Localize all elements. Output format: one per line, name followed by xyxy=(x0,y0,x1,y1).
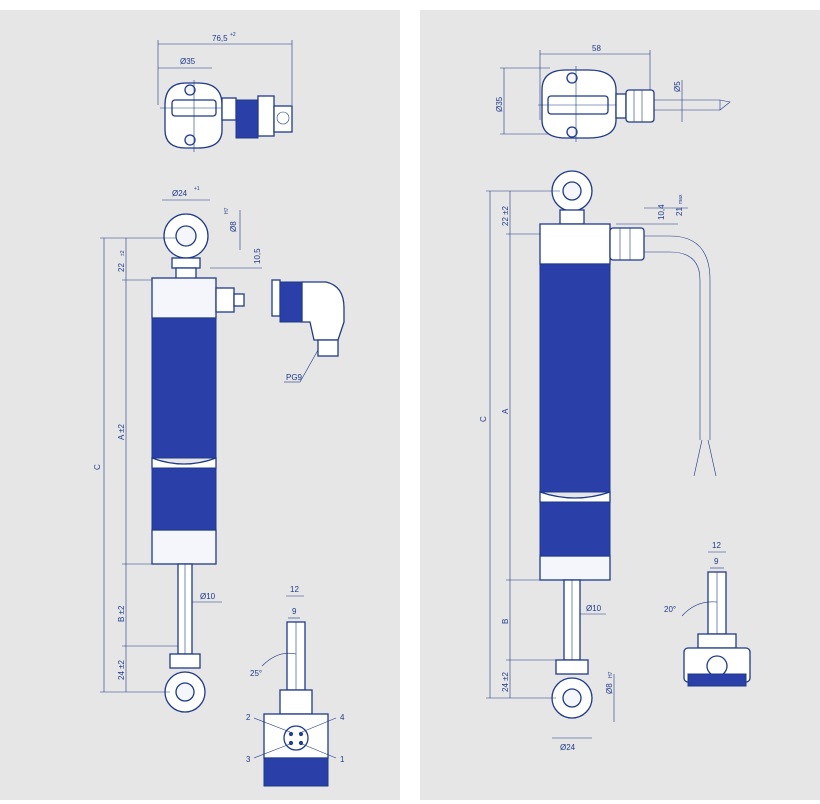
dim-24: 24 ±2 xyxy=(117,659,126,680)
pin-3: 3 xyxy=(246,755,251,764)
side-view: 10,4 21 max Ø10 Ø8 H7 Ø24 C 22 ±2 A B 24… xyxy=(479,170,717,752)
end-view: 12 9 20° xyxy=(664,541,751,687)
drawing-panel-cable-version: 58 Ø35 Ø5 10,4 21 m xyxy=(420,10,820,800)
top-view: 58 Ø35 Ø5 xyxy=(495,44,731,142)
dim-dia24: Ø24 xyxy=(172,189,188,198)
dim-dia35: Ø35 xyxy=(180,57,196,66)
pin-1: 1 xyxy=(340,755,345,764)
dim-length: 76,5 xyxy=(212,34,228,43)
dim-dia24: Ø24 xyxy=(560,743,576,752)
drawing-panel-connector-version: 76,5 +2 Ø35 Ø24 +1 Ø8 H7 10,5 xyxy=(0,10,400,800)
dim-10-5: 10,5 xyxy=(253,248,262,264)
dim-12: 12 xyxy=(290,585,299,594)
dim-dia8-tol: H7 xyxy=(224,207,230,214)
pin-2: 2 xyxy=(246,713,251,722)
dim-10-4: 10,4 xyxy=(657,204,666,220)
dim-dia8-tol: H7 xyxy=(608,671,614,678)
dim-angle: 20° xyxy=(664,605,676,614)
end-view: 12 9 25° 2 3 4 1 xyxy=(246,585,345,787)
dim-C: C xyxy=(93,464,102,470)
dim-22: 22 ±2 xyxy=(501,205,510,226)
cable-version-drawing: 58 Ø35 Ø5 10,4 21 m xyxy=(479,44,751,752)
side-view: Ø24 +1 Ø8 H7 10,5 Ø10 C 22 ±2 xyxy=(93,186,262,713)
dim-angle: 25° xyxy=(250,669,262,678)
dim-58: 58 xyxy=(592,44,601,53)
dim-C: C xyxy=(479,416,488,422)
top-view: 76,5 +2 Ø35 xyxy=(157,32,293,152)
pin-4: 4 xyxy=(340,713,345,722)
dim-9: 9 xyxy=(714,557,719,566)
dim-dia10: Ø10 xyxy=(586,604,602,613)
dim-dia10: Ø10 xyxy=(200,592,216,601)
dim-dia8: Ø8 xyxy=(229,221,238,232)
label-pg9: PG9 xyxy=(286,373,303,382)
dim-9: 9 xyxy=(292,607,297,616)
dim-dia35: Ø35 xyxy=(495,96,504,112)
connector-version-drawing: 76,5 +2 Ø35 Ø24 +1 Ø8 H7 10,5 xyxy=(93,32,345,787)
dim-21-tol: max xyxy=(678,194,684,204)
dim-B: B ±2 xyxy=(117,605,126,622)
dim-21: 21 xyxy=(675,207,684,216)
dim-22: 22 xyxy=(117,263,126,272)
connector-plug: PG9 xyxy=(271,279,345,383)
dim-dia5: Ø5 xyxy=(673,81,682,92)
dim-dia8: Ø8 xyxy=(605,683,614,694)
dim-12: 12 xyxy=(712,541,721,550)
dim-22-tol: ±2 xyxy=(120,250,126,256)
dim-length-tol: +2 xyxy=(230,32,236,38)
dim-A: A xyxy=(501,408,510,414)
dim-dia24-tol: +1 xyxy=(194,186,200,192)
dim-A: A ±2 xyxy=(117,423,126,440)
dim-B: B xyxy=(501,619,510,624)
dim-24: 24 ±2 xyxy=(501,671,510,692)
